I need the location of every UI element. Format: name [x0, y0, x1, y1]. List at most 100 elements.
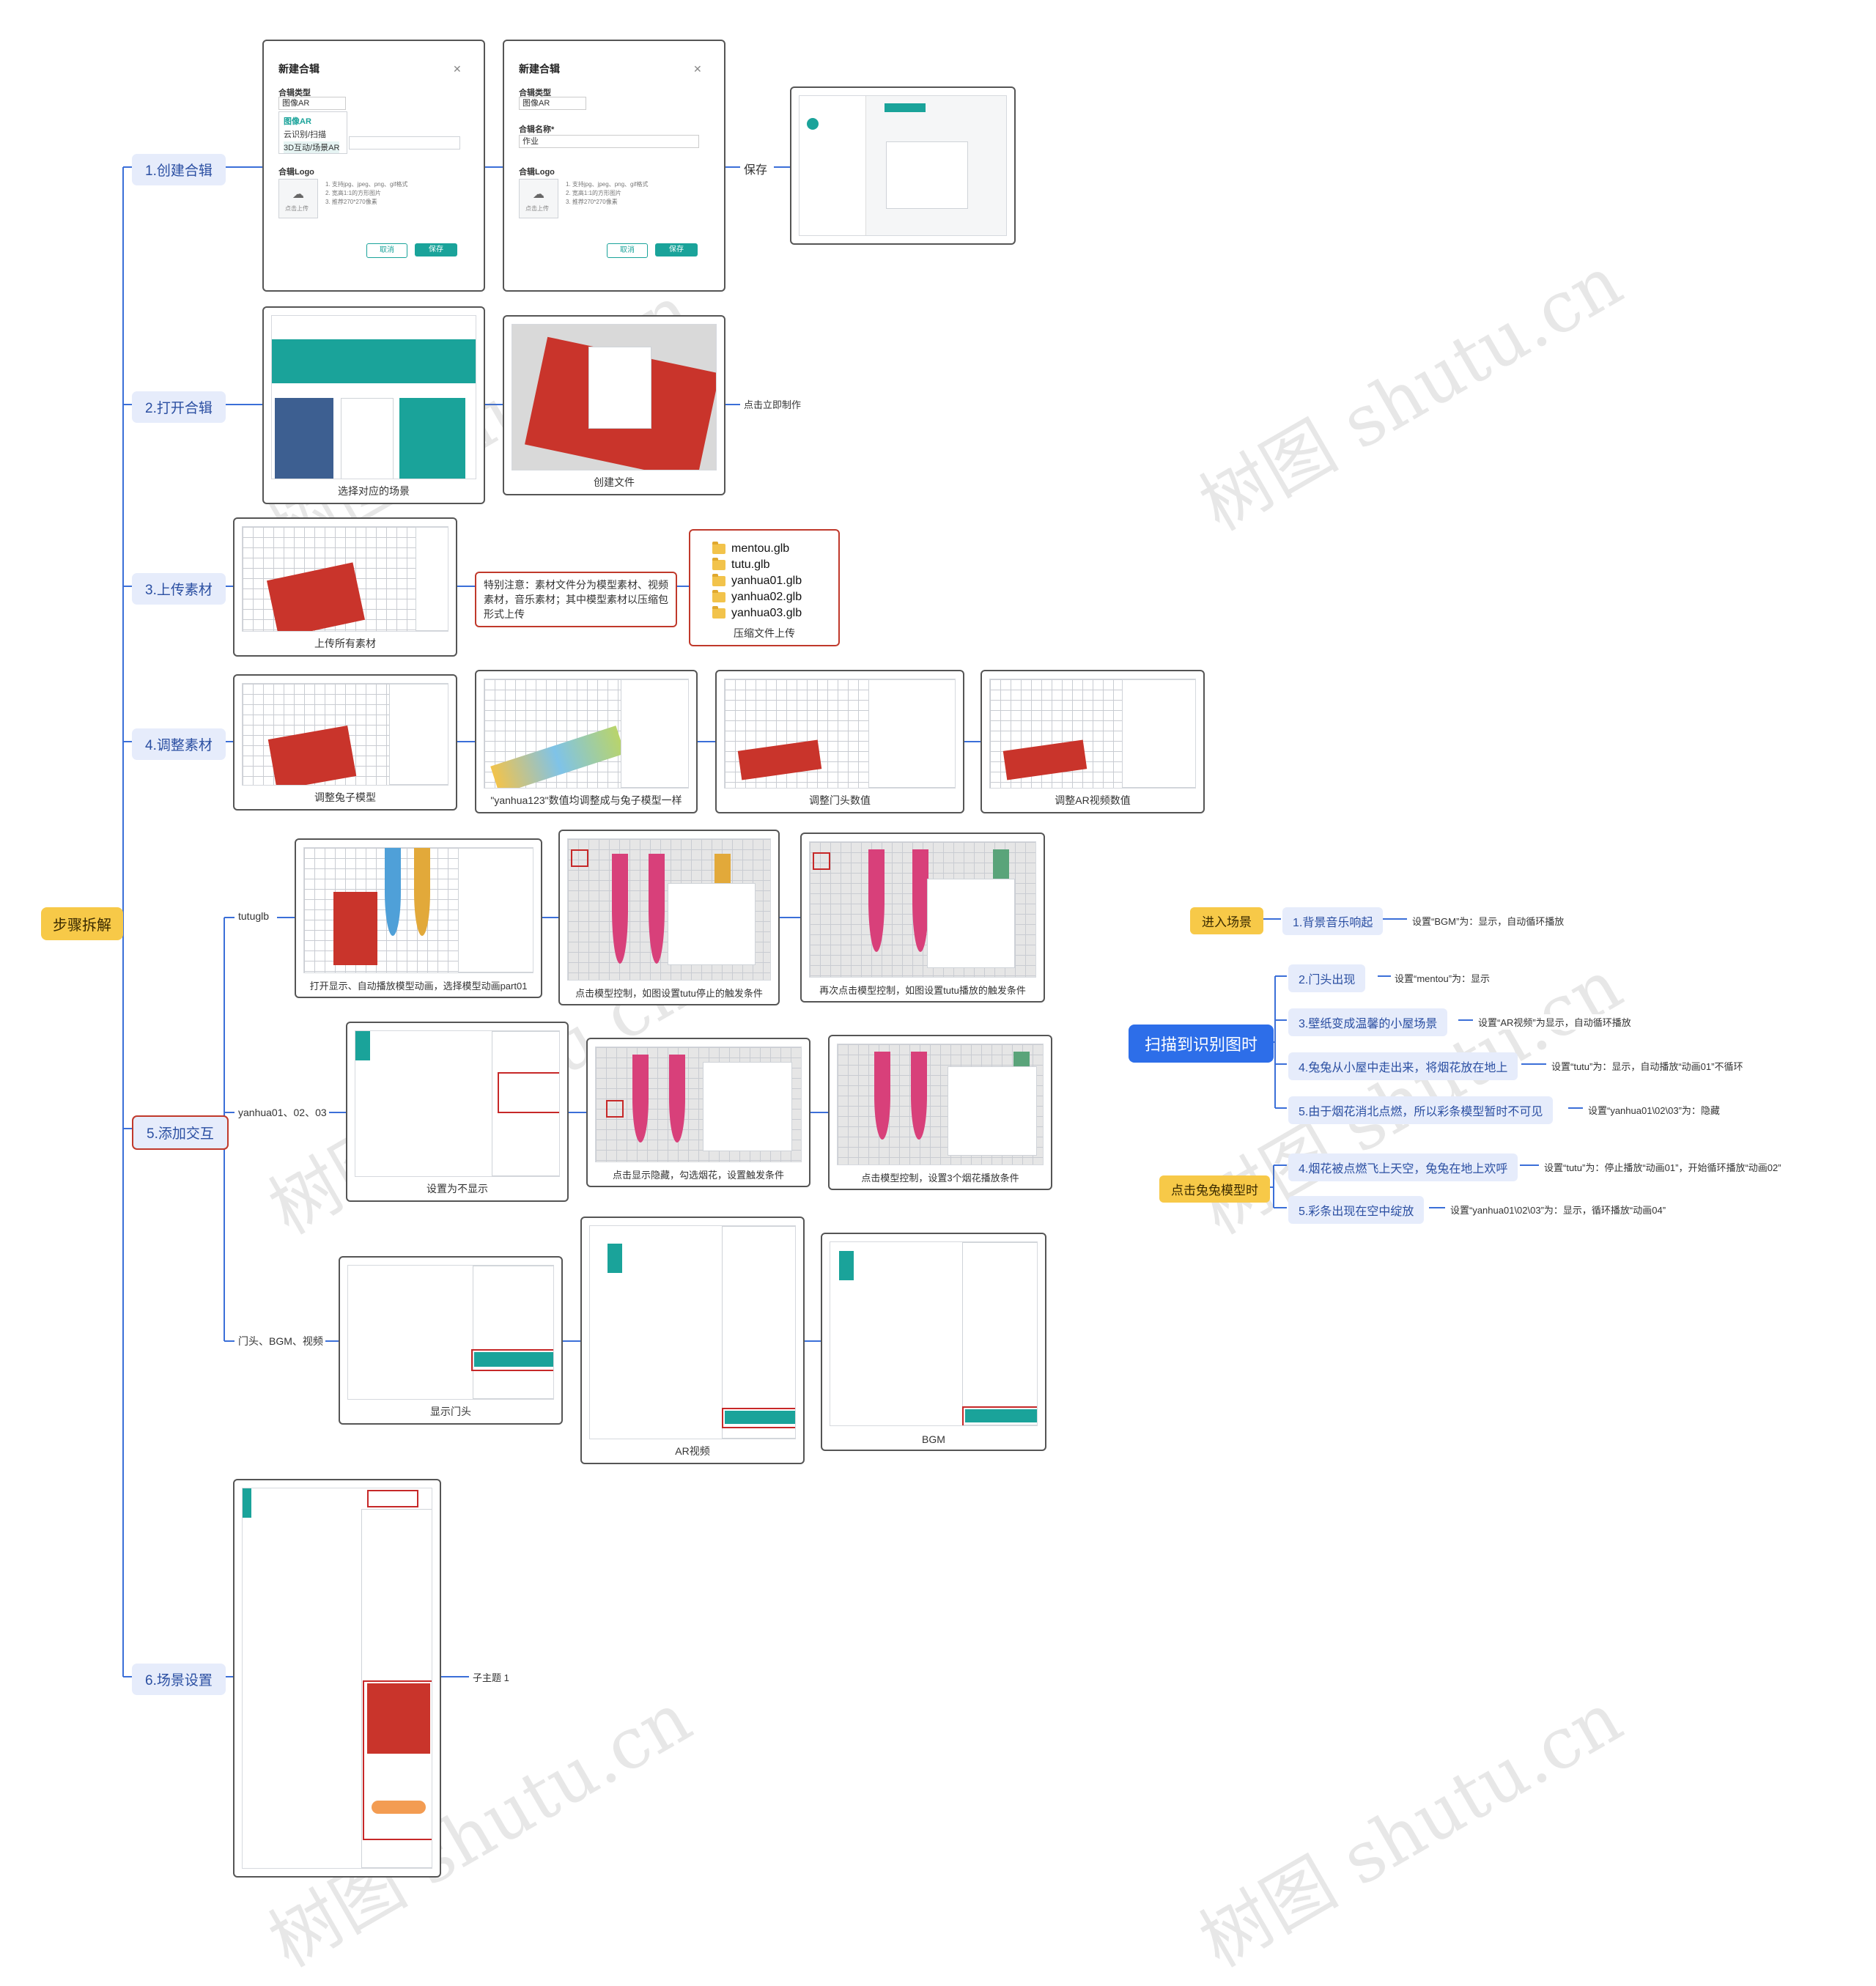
- type-select[interactable]: 图像AR: [519, 97, 586, 110]
- branch-yanhua[interactable]: yanhua01、02、03: [236, 1104, 329, 1121]
- logo-hint: 2. 宽高1:1的方形图片: [566, 190, 622, 196]
- upload-text: 点击上传: [285, 205, 309, 212]
- branch-door-bgm-video[interactable]: 门头、BGM、视频: [236, 1333, 325, 1349]
- scan-item[interactable]: 5.由于烟花消北点燃，所以彩条模型暂时不可见: [1288, 1096, 1554, 1124]
- scan-item[interactable]: 4.兔兔从小屋中走出来，将烟花放在地上: [1288, 1052, 1518, 1080]
- editor-view: [512, 324, 717, 470]
- adjust-door-screenshot: 调整门头数值: [715, 670, 964, 813]
- close-icon[interactable]: ✕: [453, 63, 462, 75]
- editor-view: [595, 1046, 802, 1162]
- dialog-title: 新建合辑: [519, 63, 560, 75]
- caption: 显示门头: [430, 1406, 471, 1417]
- streamer: [385, 848, 401, 936]
- caption: 再次点击模型控制，如图设置tutu播放的触发条件: [819, 985, 1026, 996]
- caption: 打开显示、自动播放模型动画，选择模型动画part01: [309, 981, 528, 992]
- experience-button[interactable]: [372, 1801, 426, 1814]
- streamer: [912, 849, 928, 952]
- bgm-screenshot: BGM: [821, 1233, 1046, 1451]
- folder-icon: [712, 590, 725, 602]
- caption: 点击模型控制，设置3个烟花播放条件: [861, 1173, 1019, 1184]
- type-option[interactable]: 图像AR: [284, 117, 311, 126]
- file-row[interactable]: mentou.glb: [712, 541, 802, 557]
- type-dropdown: 图像AR 云识别/扫描 3D互动/场景AR: [278, 111, 347, 154]
- caption: 压缩文件上传: [734, 627, 795, 639]
- enter-item[interactable]: 1.背景音乐响起: [1282, 907, 1384, 935]
- click-item[interactable]: 4.烟花被点燃飞上天空，兔兔在地上欢呼: [1288, 1153, 1518, 1181]
- name-input[interactable]: [349, 136, 460, 149]
- scan-note: 设置“yanhua01\02\03”为：隐藏: [1586, 1102, 1722, 1118]
- logo-upload[interactable]: ☁ 点击上传: [278, 179, 318, 218]
- scan-node[interactable]: 扫描到识别图时: [1129, 1025, 1274, 1063]
- cancel-button[interactable]: 取消: [607, 243, 648, 258]
- streamer: [414, 848, 430, 936]
- type-option[interactable]: 云识别/扫描: [284, 130, 327, 139]
- highlight-box: [498, 1072, 559, 1113]
- highlight-box: [813, 852, 830, 870]
- type-option[interactable]: 3D互动/场景AR: [284, 141, 340, 153]
- trigger-dialog: [703, 1062, 792, 1151]
- scene-picker: [271, 315, 476, 479]
- scene-card-phone: [275, 398, 333, 479]
- property-panel: [458, 848, 533, 972]
- create-file-screenshot: 创建文件: [503, 315, 725, 495]
- highlight-box: [471, 1349, 553, 1371]
- step-open[interactable]: 2.打开合辑: [132, 391, 226, 423]
- click-item[interactable]: 5.彩条出现在空中绽放: [1288, 1196, 1425, 1224]
- scan-note: 设置“mentou”为：显示: [1392, 970, 1493, 986]
- cancel-button[interactable]: 取消: [366, 243, 407, 258]
- caption: 上传所有素材: [314, 638, 376, 649]
- streamer: [632, 1055, 649, 1142]
- file-row[interactable]: tutu.glb: [712, 557, 802, 573]
- editor-view: [989, 679, 1196, 789]
- logo-upload[interactable]: ☁ 点击上传: [519, 179, 558, 218]
- enter-scene-node[interactable]: 进入场景: [1190, 907, 1263, 934]
- highlight-box: [571, 849, 588, 867]
- panel-tab[interactable]: [243, 1488, 251, 1518]
- click-rabbit-node[interactable]: 点击兔兔模型时: [1159, 1175, 1270, 1203]
- panel-tab[interactable]: [608, 1244, 622, 1273]
- root-node[interactable]: 步骤拆解: [41, 907, 123, 940]
- panel-tab[interactable]: [839, 1251, 854, 1280]
- branch-tutuglb[interactable]: tutuglb: [236, 909, 272, 923]
- property-view: [347, 1265, 554, 1400]
- scene-settings-screenshot: [233, 1479, 441, 1878]
- cloud-upload-icon: ☁: [292, 188, 304, 201]
- panel-tab[interactable]: [355, 1031, 370, 1060]
- tutu-stop-trigger-screenshot: 点击模型控制，如图设置tutu停止的触发条件: [558, 830, 780, 1005]
- caption: 创建文件: [594, 476, 635, 488]
- step-scene[interactable]: 6.场景设置: [132, 1664, 226, 1695]
- close-icon[interactable]: ✕: [693, 63, 702, 75]
- adjust-rabbit-screenshot: 调整兔子模型: [233, 674, 457, 811]
- selected-ar-video[interactable]: [725, 1411, 795, 1424]
- save-button[interactable]: 保存: [655, 243, 698, 256]
- step-upload[interactable]: 3.上传素材: [132, 573, 226, 605]
- upload-materials-screenshot: 上传所有素材: [233, 517, 457, 657]
- editor-view: [242, 526, 448, 632]
- folder-icon: [712, 606, 725, 619]
- step-interact[interactable]: 5.添加交互: [132, 1115, 229, 1150]
- file-row[interactable]: yanhua03.glb: [712, 605, 802, 621]
- scan-item[interactable]: 2.门头出现: [1288, 964, 1366, 992]
- hierarchy-panel: [722, 1226, 795, 1439]
- selected-mentou[interactable]: [474, 1352, 553, 1367]
- type-select[interactable]: 图像AR: [278, 97, 346, 110]
- highlight-box: [367, 1490, 418, 1507]
- scan-note: 设置“AR视频”为显示，自动循环播放: [1476, 1014, 1633, 1030]
- scene-banner: [272, 339, 476, 383]
- scan-item[interactable]: 3.壁纸变成温馨的小屋场景: [1288, 1008, 1448, 1036]
- name-input[interactable]: 作业: [519, 135, 699, 148]
- caption: AR视频: [675, 1445, 710, 1457]
- save-button[interactable]: 保存: [415, 243, 457, 256]
- step-create[interactable]: 1.创建合辑: [132, 154, 226, 185]
- folder-icon: [712, 558, 725, 570]
- file-row[interactable]: yanhua02.glb: [712, 589, 802, 605]
- logo-hint: 3. 推荐270*270像素: [566, 199, 618, 205]
- editor-view: [809, 841, 1036, 978]
- caption: "yanhua123"数值均调整成与兔子模型一样: [490, 794, 682, 806]
- file-row[interactable]: yanhua01.glb: [712, 573, 802, 589]
- property-view: [589, 1225, 796, 1439]
- property-panel: [868, 679, 955, 788]
- selected-bgm[interactable]: [965, 1409, 1037, 1422]
- step-adjust[interactable]: 4.调整素材: [132, 728, 226, 760]
- scene-card-add[interactable]: [341, 398, 394, 479]
